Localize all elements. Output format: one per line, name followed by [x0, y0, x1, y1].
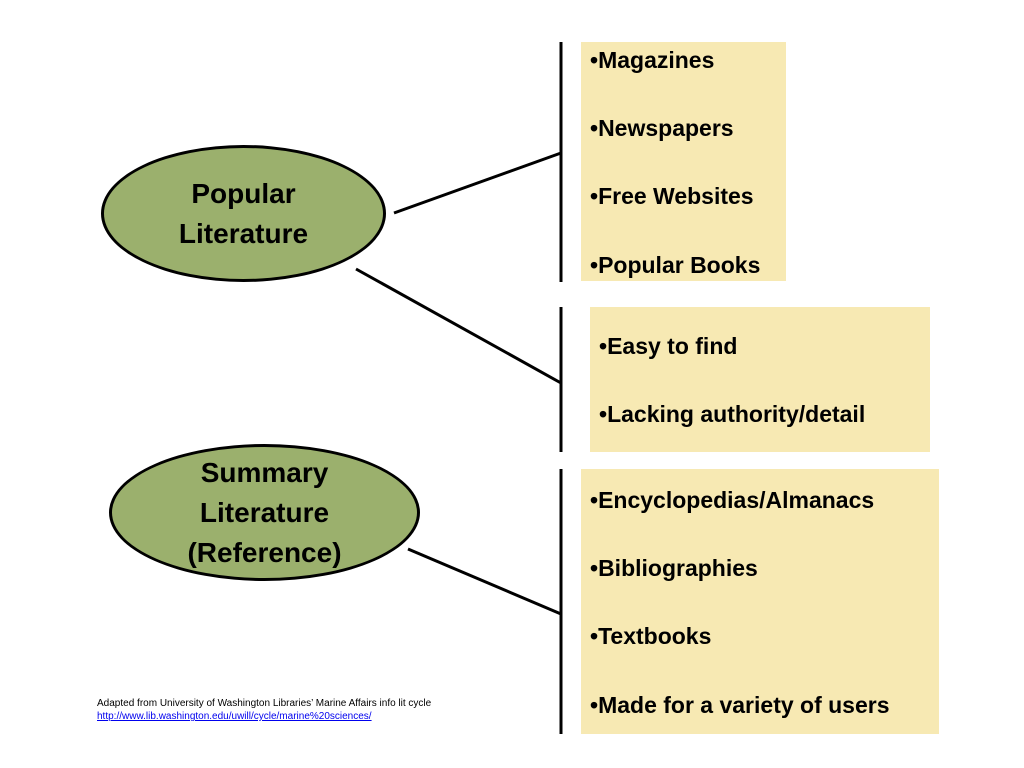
summary-literature-node: Summary Literature (Reference): [109, 444, 420, 581]
list-item: Lacking authority/detail: [599, 400, 865, 428]
node-label-line: Summary: [200, 456, 329, 488]
list-item: Easy to find: [599, 332, 737, 360]
node-label-line: Popular: [191, 177, 296, 209]
node-label-line: Literature: [178, 217, 309, 249]
list-item: Free Websites: [590, 182, 754, 210]
source-link[interactable]: http://www.lib.washington.edu/uwill/cycl…: [97, 711, 372, 722]
credit-text: Adapted from University of Washington Li…: [97, 698, 432, 709]
list-item: Newspapers: [590, 114, 734, 142]
popular-traits-box: Easy to find Lacking authority/detail: [590, 307, 930, 452]
list-item: Textbooks: [590, 622, 711, 650]
summary-types-box: Encyclopedias/Almanacs Bibliographies Te…: [581, 469, 939, 734]
source-credit: Adapted from University of Washington Li…: [97, 697, 442, 723]
connector-summary-to-types: [407, 547, 562, 616]
popular-types-box: Magazines Newspapers Free Websites Popul…: [581, 42, 786, 281]
list-item: Bibliographies: [590, 554, 758, 582]
list-item: Encyclopedias/Almanacs: [590, 486, 874, 514]
node-label-line: Literature: [199, 496, 330, 528]
list-item: Popular Books: [590, 251, 760, 279]
popular-literature-node: Popular Literature: [101, 145, 386, 282]
connector-popular-to-traits: [355, 267, 562, 385]
node-label-line: (Reference): [187, 536, 342, 568]
connector-popular-to-types: [393, 151, 562, 215]
list-item: Made for a variety of users: [590, 691, 889, 719]
list-item: Magazines: [590, 46, 714, 74]
